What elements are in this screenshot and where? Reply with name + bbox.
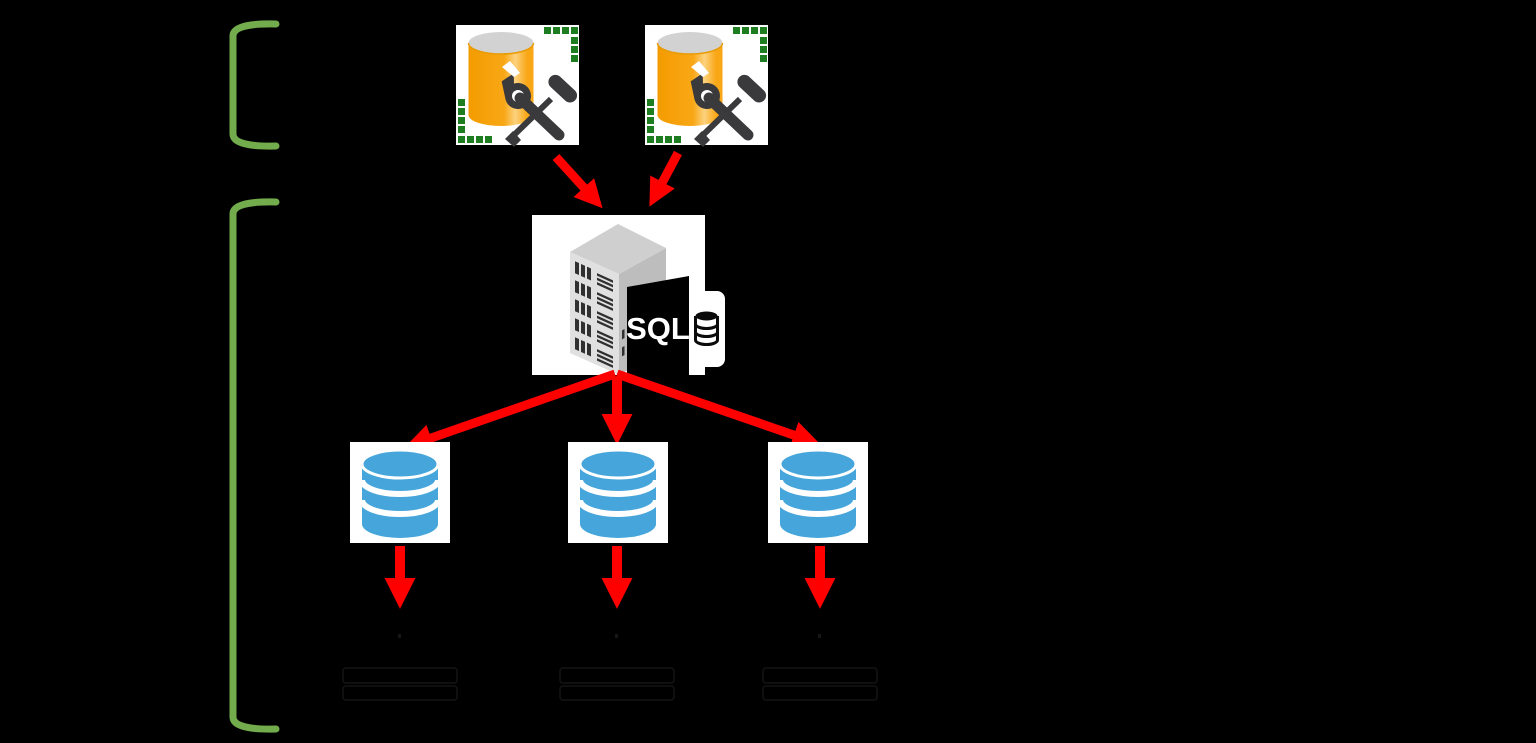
- database-icon-1: [350, 442, 450, 543]
- arrow-server-to-db1: [404, 369, 617, 452]
- illegible-label-marks-2: [559, 634, 675, 701]
- arrow-tool2-to-server: [649, 150, 682, 207]
- left-bracket-top: [229, 20, 280, 150]
- sql-door-icon: SQL: [626, 276, 690, 385]
- sql-server-icon: SQL: [532, 215, 725, 385]
- illegible-label-marks-3: [762, 634, 878, 701]
- database-pill-icon: [688, 291, 725, 367]
- sql-door-label: SQL: [626, 311, 690, 346]
- database-tools-icon-2: [645, 25, 769, 147]
- database-tools-icon-1: [456, 25, 580, 147]
- illegible-label-marks-1: [342, 634, 458, 701]
- arrow-server-to-db3: [615, 369, 821, 449]
- left-bracket-bottom: [229, 198, 280, 733]
- arrow-tool1-to-server: [552, 153, 603, 209]
- database-icon-2: [568, 442, 668, 543]
- database-icon-3: [768, 442, 868, 543]
